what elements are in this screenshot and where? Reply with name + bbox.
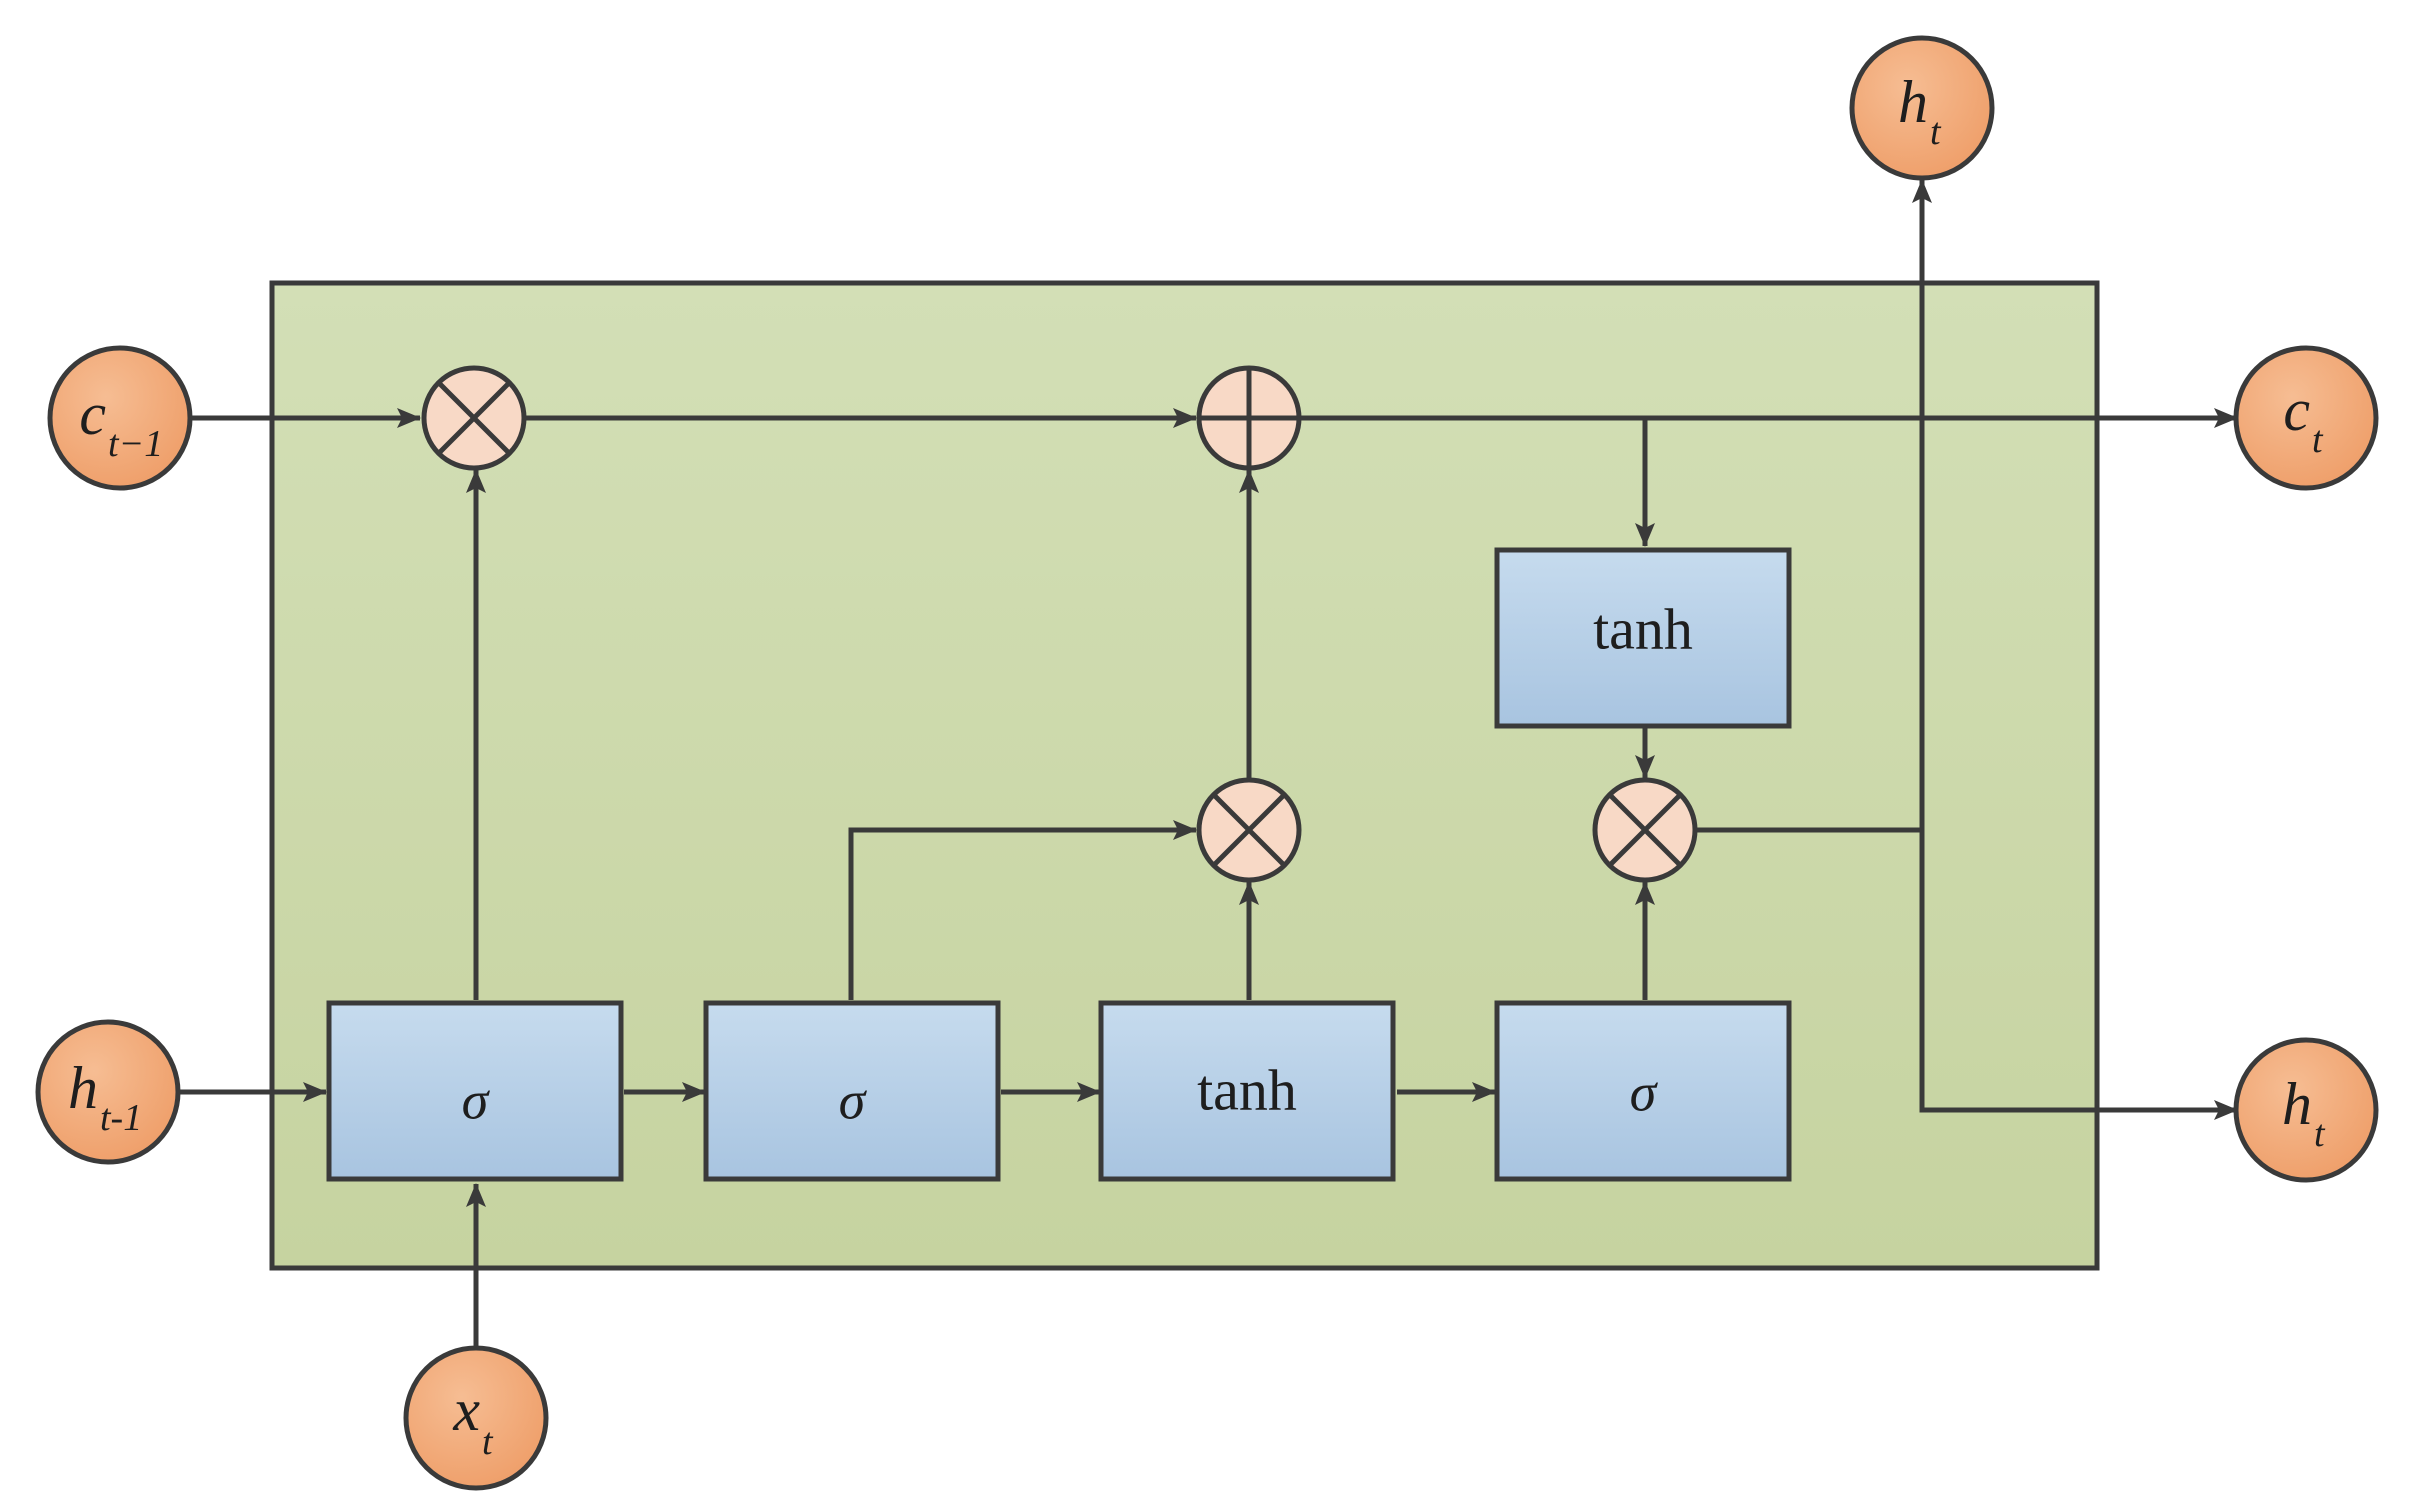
terminal-h-out-top-sub: t <box>1930 111 1942 153</box>
terminal-c-prev-sub: t−1 <box>108 423 163 465</box>
svg-text:h: h <box>1898 69 1928 135</box>
svg-text:t: t <box>2314 1113 2326 1155</box>
terminal-x-in-sub: t <box>482 1421 494 1463</box>
svg-text:h: h <box>68 1055 98 1121</box>
terminal-c-prev-base: c <box>79 381 106 447</box>
forget-multiply-operator <box>421 365 527 471</box>
output-multiply-operator <box>1592 777 1698 883</box>
terminal-c-prev: c t−1 <box>47 345 193 491</box>
forget-gate: σ <box>326 1000 624 1182</box>
cell-tanh-box: tanh <box>1494 547 1792 729</box>
terminal-h-out-right-sub: t <box>2314 1113 2326 1155</box>
candidate-gate: tanh <box>1098 1000 1396 1182</box>
terminal-h-prev-base: h <box>68 1055 98 1121</box>
output-gate: σ <box>1494 1000 1792 1182</box>
terminal-c-out-base: c <box>2283 377 2310 443</box>
svg-text:t-1: t-1 <box>100 1097 142 1139</box>
forget-gate-label: σ <box>462 1070 491 1130</box>
edge-input-gate-to-mul <box>848 820 1197 1000</box>
edge-junction-to-ht-right <box>1919 830 2238 1120</box>
terminal-h-prev: h t-1 <box>35 1019 181 1165</box>
cell-tanh-label: tanh <box>1593 596 1693 661</box>
connections <box>180 179 2238 1350</box>
input-gate: σ <box>703 1000 1001 1182</box>
terminal-h-prev-sub: t-1 <box>100 1097 142 1139</box>
svg-text:t: t <box>1930 111 1942 153</box>
candidate-gate-label: tanh <box>1197 1057 1297 1122</box>
terminal-c-out: c t <box>2233 345 2379 491</box>
output-gate-label: σ <box>1630 1062 1659 1122</box>
svg-text:c: c <box>2283 377 2310 443</box>
terminal-h-out-right: h t <box>2233 1037 2379 1183</box>
svg-text:t−1: t−1 <box>108 423 163 465</box>
svg-text:t: t <box>2312 419 2324 461</box>
svg-text:t: t <box>482 1421 494 1463</box>
terminal-h-out-top-base: h <box>1898 69 1928 135</box>
terminal-h-out-right-base: h <box>2282 1071 2312 1137</box>
input-gate-label: σ <box>839 1070 868 1130</box>
terminal-x-in-base: x <box>452 1377 480 1443</box>
svg-text:x: x <box>452 1377 480 1443</box>
cell-add-operator <box>1196 365 1302 471</box>
terminal-c-out-sub: t <box>2312 419 2324 461</box>
svg-text:c: c <box>79 381 106 447</box>
input-multiply-operator <box>1196 777 1302 883</box>
svg-text:h: h <box>2282 1071 2312 1137</box>
terminal-h-out-top: h t <box>1849 35 1995 181</box>
terminal-x-in: x t <box>403 1345 549 1491</box>
